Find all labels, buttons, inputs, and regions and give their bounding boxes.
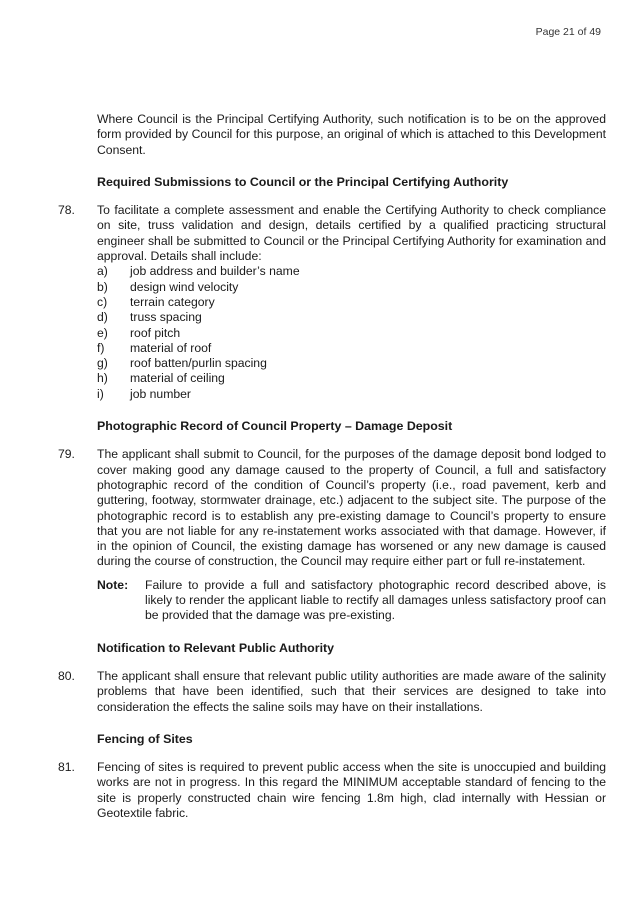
list-text: job number: [130, 386, 191, 401]
clause-79: 79. The applicant shall submit to Counci…: [58, 447, 606, 623]
clause-78: 78. To facilitate a complete assessment …: [58, 203, 606, 402]
list-item: f) material of roof: [97, 341, 606, 356]
note: Note: Failure to provide a full and sati…: [97, 578, 606, 624]
intro-paragraph: Where Council is the Principal Certifyin…: [97, 112, 606, 157]
clause-number: 81.: [58, 760, 75, 775]
note-text: Failure to provide a full and satisfacto…: [145, 577, 606, 623]
list-text: truss spacing: [130, 310, 202, 325]
clause-number: 79.: [58, 447, 75, 462]
section-heading-78: Required Submissions to Council or the P…: [97, 174, 509, 189]
page-number: Page 21 of 49: [535, 26, 601, 38]
note-label: Note:: [97, 577, 129, 592]
list-letter: b): [97, 279, 108, 294]
section-heading-80: Notification to Relevant Public Authorit…: [97, 640, 335, 655]
list-item: e) roof pitch: [97, 326, 606, 341]
list-letter: h): [97, 371, 108, 386]
list-text: roof batten/purlin spacing: [130, 356, 267, 371]
list-letter: i): [97, 386, 104, 401]
list-text: design wind velocity: [130, 279, 239, 294]
list-item: g) roof batten/purlin spacing: [97, 356, 606, 371]
list-letter: a): [97, 264, 108, 279]
list-letter: c): [97, 294, 108, 309]
list-letter: f): [97, 340, 105, 355]
list-text: material of ceiling: [130, 371, 225, 386]
clause-80: 80. The applicant shall ensure that rele…: [58, 669, 606, 715]
clause-number: 80.: [58, 668, 75, 683]
list-text: job address and builder’s name: [130, 264, 300, 279]
list-item: a) job address and builder’s name: [97, 264, 606, 279]
list-letter: e): [97, 325, 108, 340]
list-item: b) design wind velocity: [97, 280, 606, 295]
clause-body: The applicant shall submit to Council, f…: [97, 447, 606, 623]
details-list: a) job address and builder’s name b) desig…: [97, 264, 606, 402]
clause-text: Fencing of sites is required to prevent …: [97, 760, 606, 820]
clause-body: To facilitate a complete assessment and …: [97, 203, 606, 402]
list-item: h) material of ceiling: [97, 371, 606, 386]
clause-body: Fencing of sites is required to prevent …: [97, 760, 606, 821]
clause-81: 81. Fencing of sites is required to prev…: [58, 760, 606, 821]
list-text: material of roof: [130, 340, 212, 355]
list-text: terrain category: [130, 294, 215, 309]
list-item: d) truss spacing: [97, 310, 606, 325]
section-heading-81: Fencing of Sites: [97, 731, 193, 746]
clause-number: 78.: [58, 203, 75, 218]
section-heading-79: Photographic Record of Council Property …: [97, 419, 453, 434]
clause-text: The applicant shall ensure that relevant…: [97, 668, 606, 714]
list-letter: d): [97, 310, 108, 325]
document-body: Where Council is the Principal Certifyin…: [58, 112, 606, 821]
clause-text: To facilitate a complete assessment and …: [97, 203, 606, 264]
list-item: i) job number: [97, 387, 606, 402]
list-letter: g): [97, 356, 108, 371]
clause-body: The applicant shall ensure that relevant…: [97, 669, 606, 715]
clause-text: The applicant shall submit to Council, f…: [97, 447, 606, 569]
list-text: roof pitch: [130, 325, 181, 340]
list-item: c) terrain category: [97, 295, 606, 310]
